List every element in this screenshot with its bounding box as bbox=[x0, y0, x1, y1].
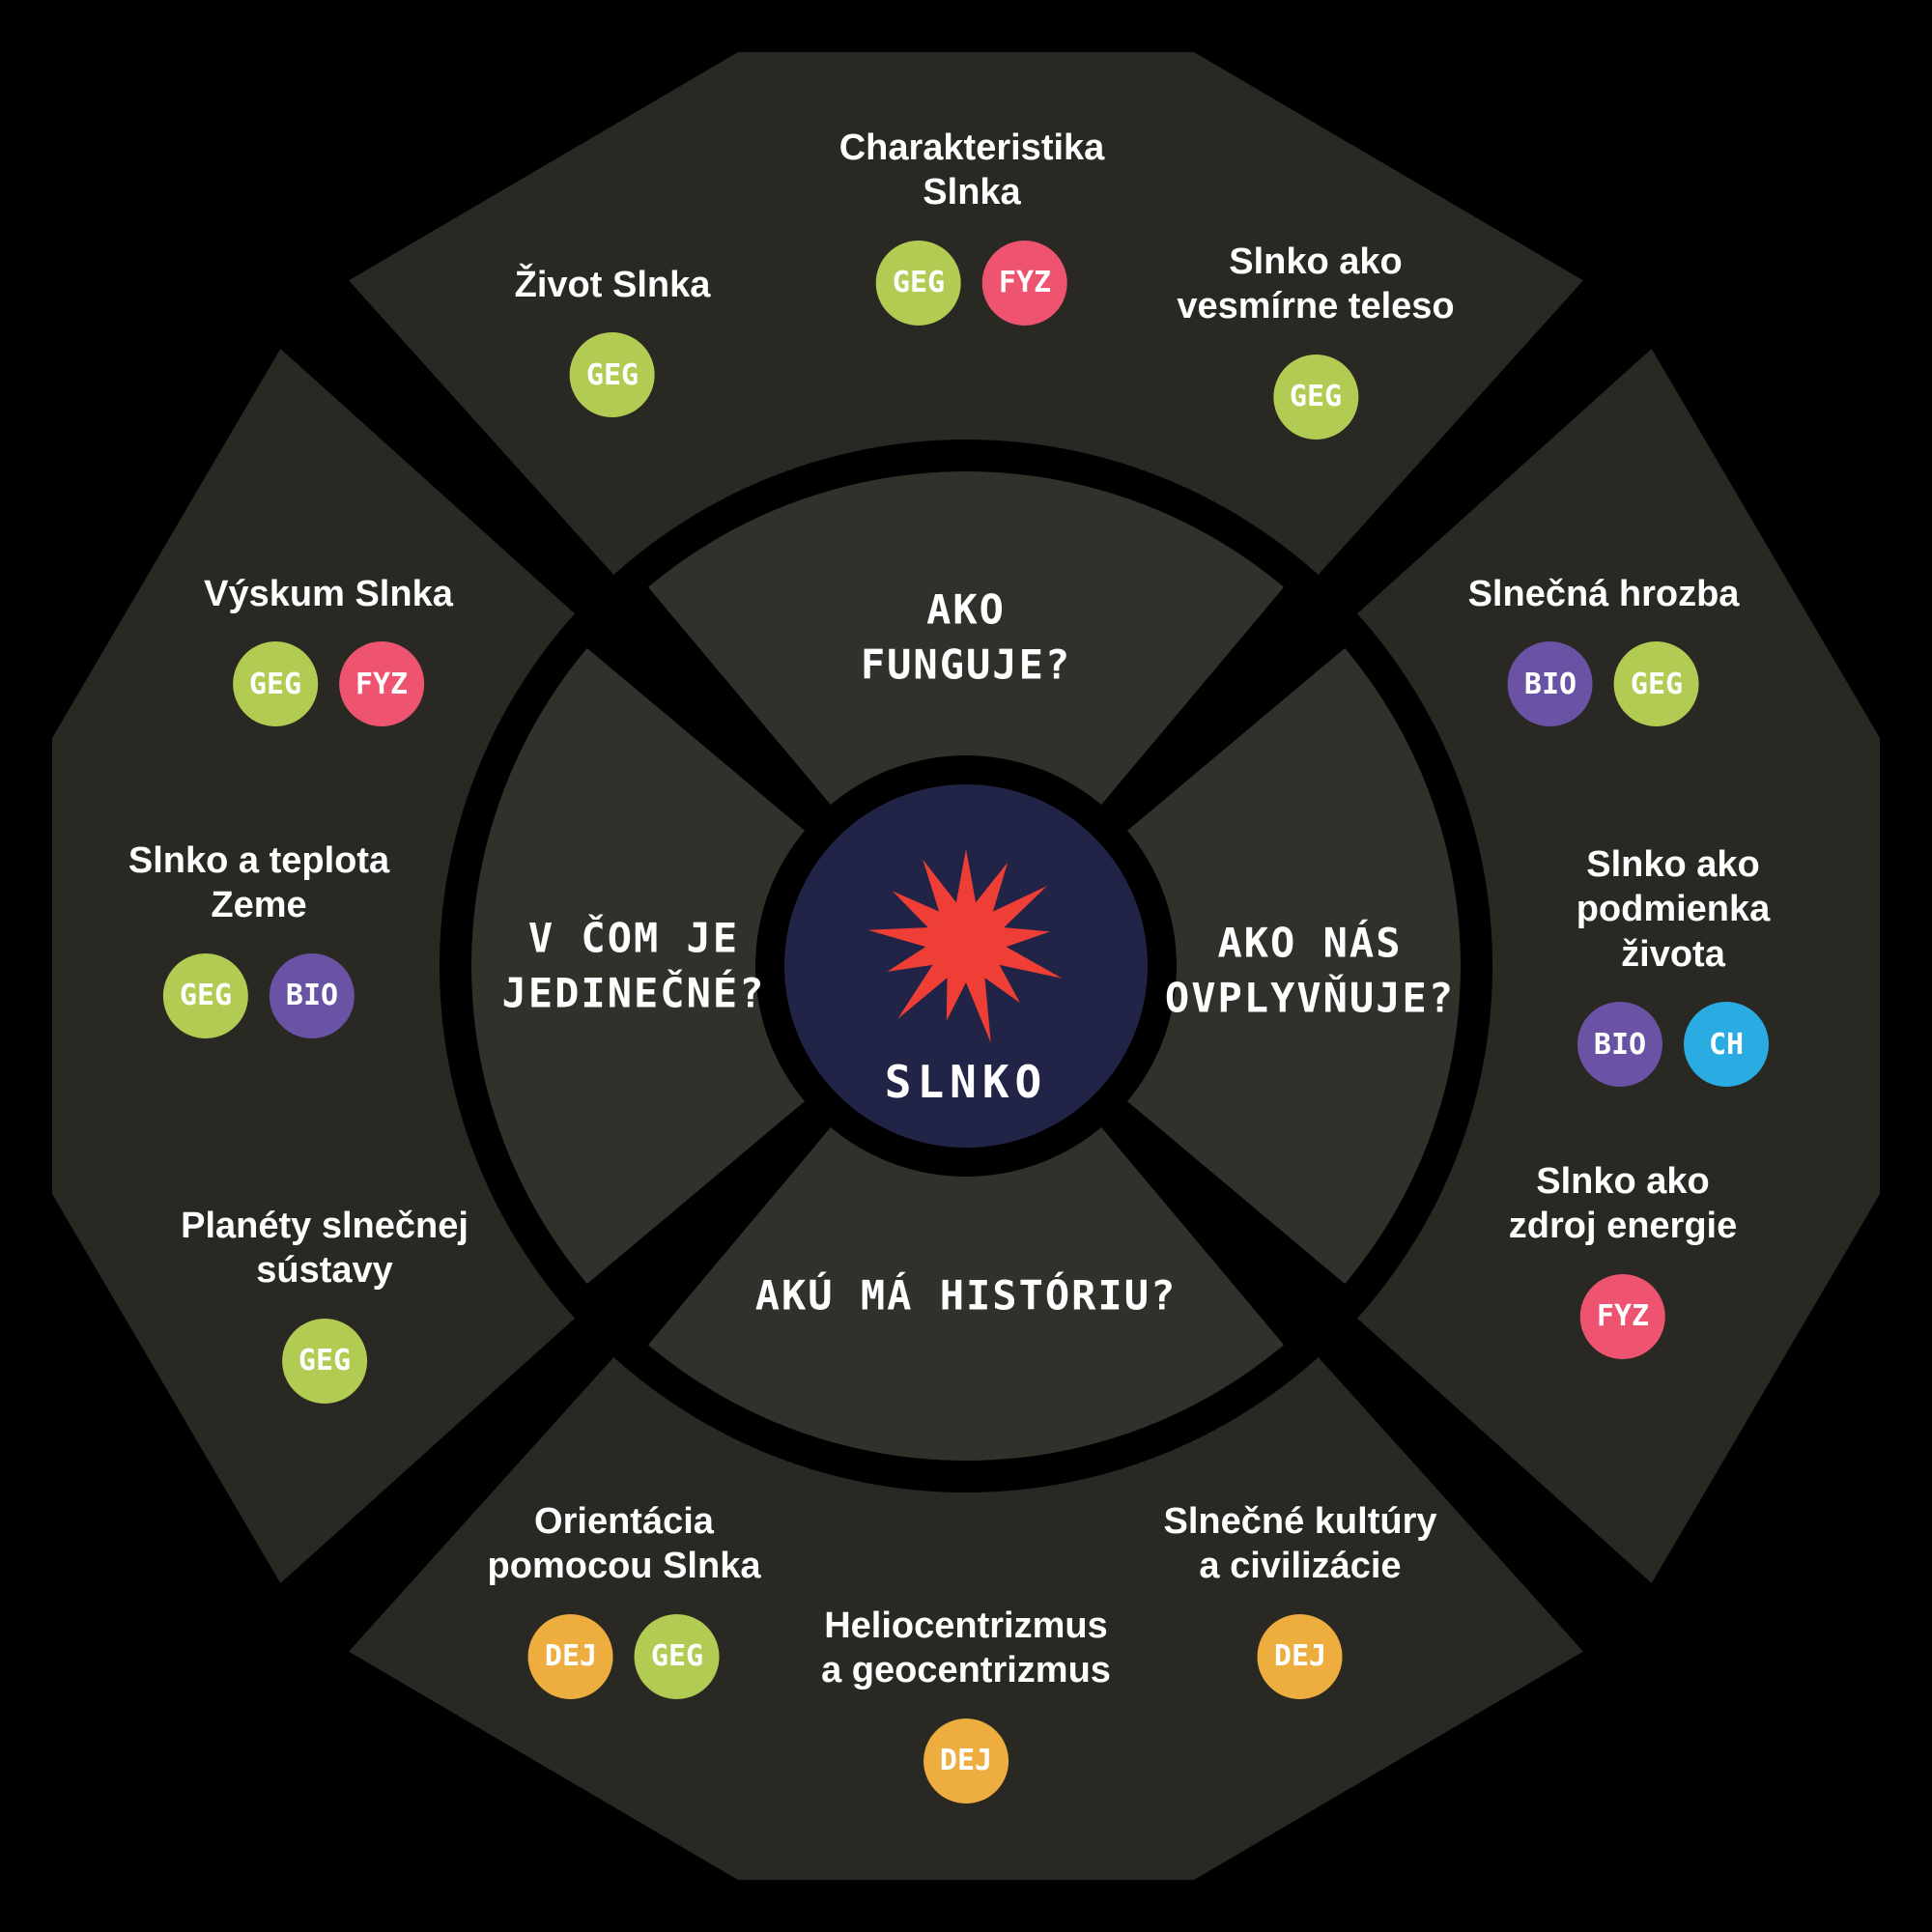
center-title: SLNKO bbox=[884, 1056, 1048, 1108]
tag-badge-geg: GEG bbox=[634, 1613, 720, 1699]
topic-title: Slnečné kultúry a civilizácie bbox=[1163, 1501, 1437, 1587]
topic-title: Výskum Slnka bbox=[204, 574, 453, 614]
topic-title: Slnko ako vesmírne teleso bbox=[1177, 242, 1455, 327]
topic-title: Život Slnka bbox=[514, 265, 711, 305]
topic-tags: GEG bbox=[1272, 354, 1358, 440]
topic-title: Planéty slnečnej sústavy bbox=[181, 1206, 469, 1292]
outer-segment-top bbox=[349, 51, 1583, 575]
topic-title: Slnko a teplota Zeme bbox=[128, 840, 390, 926]
topic-tags: DEJ bbox=[923, 1718, 1009, 1804]
tag-badge-dej: DEJ bbox=[527, 1613, 613, 1699]
outer-segment-bottom bbox=[349, 1357, 1583, 1881]
topic-title: Charakteristika Slnka bbox=[838, 128, 1105, 213]
topic-title: Orientácia pomocou Slnka bbox=[487, 1501, 761, 1587]
topic-title: Slnko ako zdroj energie bbox=[1508, 1161, 1738, 1247]
topic-tags: GEG BIO bbox=[163, 952, 355, 1038]
question-how-does-it-affect-us: AKO NÁS OVPLYVŇUJE? bbox=[1164, 919, 1456, 1021]
topic-tags: DEJ GEG bbox=[527, 1613, 720, 1699]
topic-zivot-slnka: Život Slnka GEG bbox=[514, 263, 711, 418]
tag-badge-bio: BIO bbox=[270, 952, 355, 1038]
tag-badge-fyz: FYZ bbox=[982, 240, 1067, 326]
topic-slnko-a-teplota-zeme: Slnko a teplota Zeme GEG BIO bbox=[128, 838, 389, 1038]
tag-badge-dej: DEJ bbox=[1257, 1613, 1343, 1699]
topic-tags: BIO GEG bbox=[1508, 641, 1699, 727]
topic-planety-slnecnej-sustavy: Planéty slnečnej sústavy GEG bbox=[181, 1204, 469, 1404]
question-what-makes-it-unique: V ČOM JE JEDINEČNÉ? bbox=[501, 914, 766, 1016]
topic-title: Slnko ako podmienka života bbox=[1576, 844, 1771, 975]
tag-badge-geg: GEG bbox=[876, 240, 961, 326]
topic-charakteristika-slnka: Charakteristika Slnka GEG FYZ bbox=[838, 126, 1105, 326]
inner-quadrant-bottom bbox=[647, 1127, 1285, 1461]
topic-tags: BIO CH bbox=[1577, 1002, 1769, 1088]
tag-badge-geg: GEG bbox=[1272, 354, 1358, 440]
tag-badge-fyz: FYZ bbox=[339, 641, 424, 727]
topic-tags: GEG FYZ bbox=[876, 240, 1067, 326]
topic-tags: FYZ bbox=[1580, 1273, 1665, 1359]
sun-star-icon bbox=[867, 849, 1063, 1043]
inner-quadrant-right bbox=[1127, 647, 1461, 1285]
inner-quadrant-top bbox=[647, 471, 1285, 805]
tag-badge-geg: GEG bbox=[570, 332, 655, 418]
topic-tags: GEG bbox=[282, 1318, 367, 1404]
topic-orientacia-pomocou-slnka: Orientácia pomocou Slnka DEJ GEG bbox=[487, 1499, 761, 1699]
topic-tags: DEJ bbox=[1257, 1613, 1343, 1699]
topic-slnecne-kultury-a-civilizacie: Slnečné kultúry a civilizácie DEJ bbox=[1163, 1499, 1437, 1699]
tag-badge-geg: GEG bbox=[233, 641, 318, 727]
topic-slnko-ako-zdroj-energie: Slnko ako zdroj energie FYZ bbox=[1508, 1159, 1738, 1359]
question-what-history: AKÚ MÁ HISTÓRIU? bbox=[754, 1271, 1178, 1320]
tag-badge-ch: CH bbox=[1684, 1002, 1769, 1088]
topic-slnko-ako-podmienka-zivota: Slnko ako podmienka života BIO CH bbox=[1544, 842, 1803, 1088]
tag-badge-geg: GEG bbox=[1614, 641, 1699, 727]
question-how-does-it-work: AKO FUNGUJE? bbox=[860, 585, 1072, 688]
topic-tags: GEG bbox=[570, 332, 655, 418]
inner-quadrant-left bbox=[471, 647, 805, 1285]
tag-badge-bio: BIO bbox=[1508, 641, 1593, 727]
outer-segment-right bbox=[1357, 349, 1880, 1583]
tag-badge-geg: GEG bbox=[282, 1318, 367, 1404]
topic-slnecna-hrozba: Slnečná hrozba BIO GEG bbox=[1467, 572, 1740, 727]
tag-badge-geg: GEG bbox=[163, 952, 248, 1038]
tag-badge-dej: DEJ bbox=[923, 1718, 1009, 1804]
topic-vyskum-slnka: Výskum Slnka GEG FYZ bbox=[204, 572, 453, 727]
topic-heliocentrizmus-a-geocentrizmus: Heliocentrizmus a geocentrizmus DEJ bbox=[821, 1604, 1111, 1804]
topic-title: Slnečná hrozba bbox=[1467, 574, 1740, 614]
tag-badge-bio: BIO bbox=[1577, 1002, 1662, 1088]
topic-tags: GEG FYZ bbox=[233, 641, 424, 727]
tag-badge-fyz: FYZ bbox=[1580, 1273, 1665, 1359]
topic-title: Heliocentrizmus a geocentrizmus bbox=[821, 1605, 1111, 1691]
topic-slnko-ako-vesmirne-teleso: Slnko ako vesmírne teleso GEG bbox=[1177, 240, 1455, 440]
